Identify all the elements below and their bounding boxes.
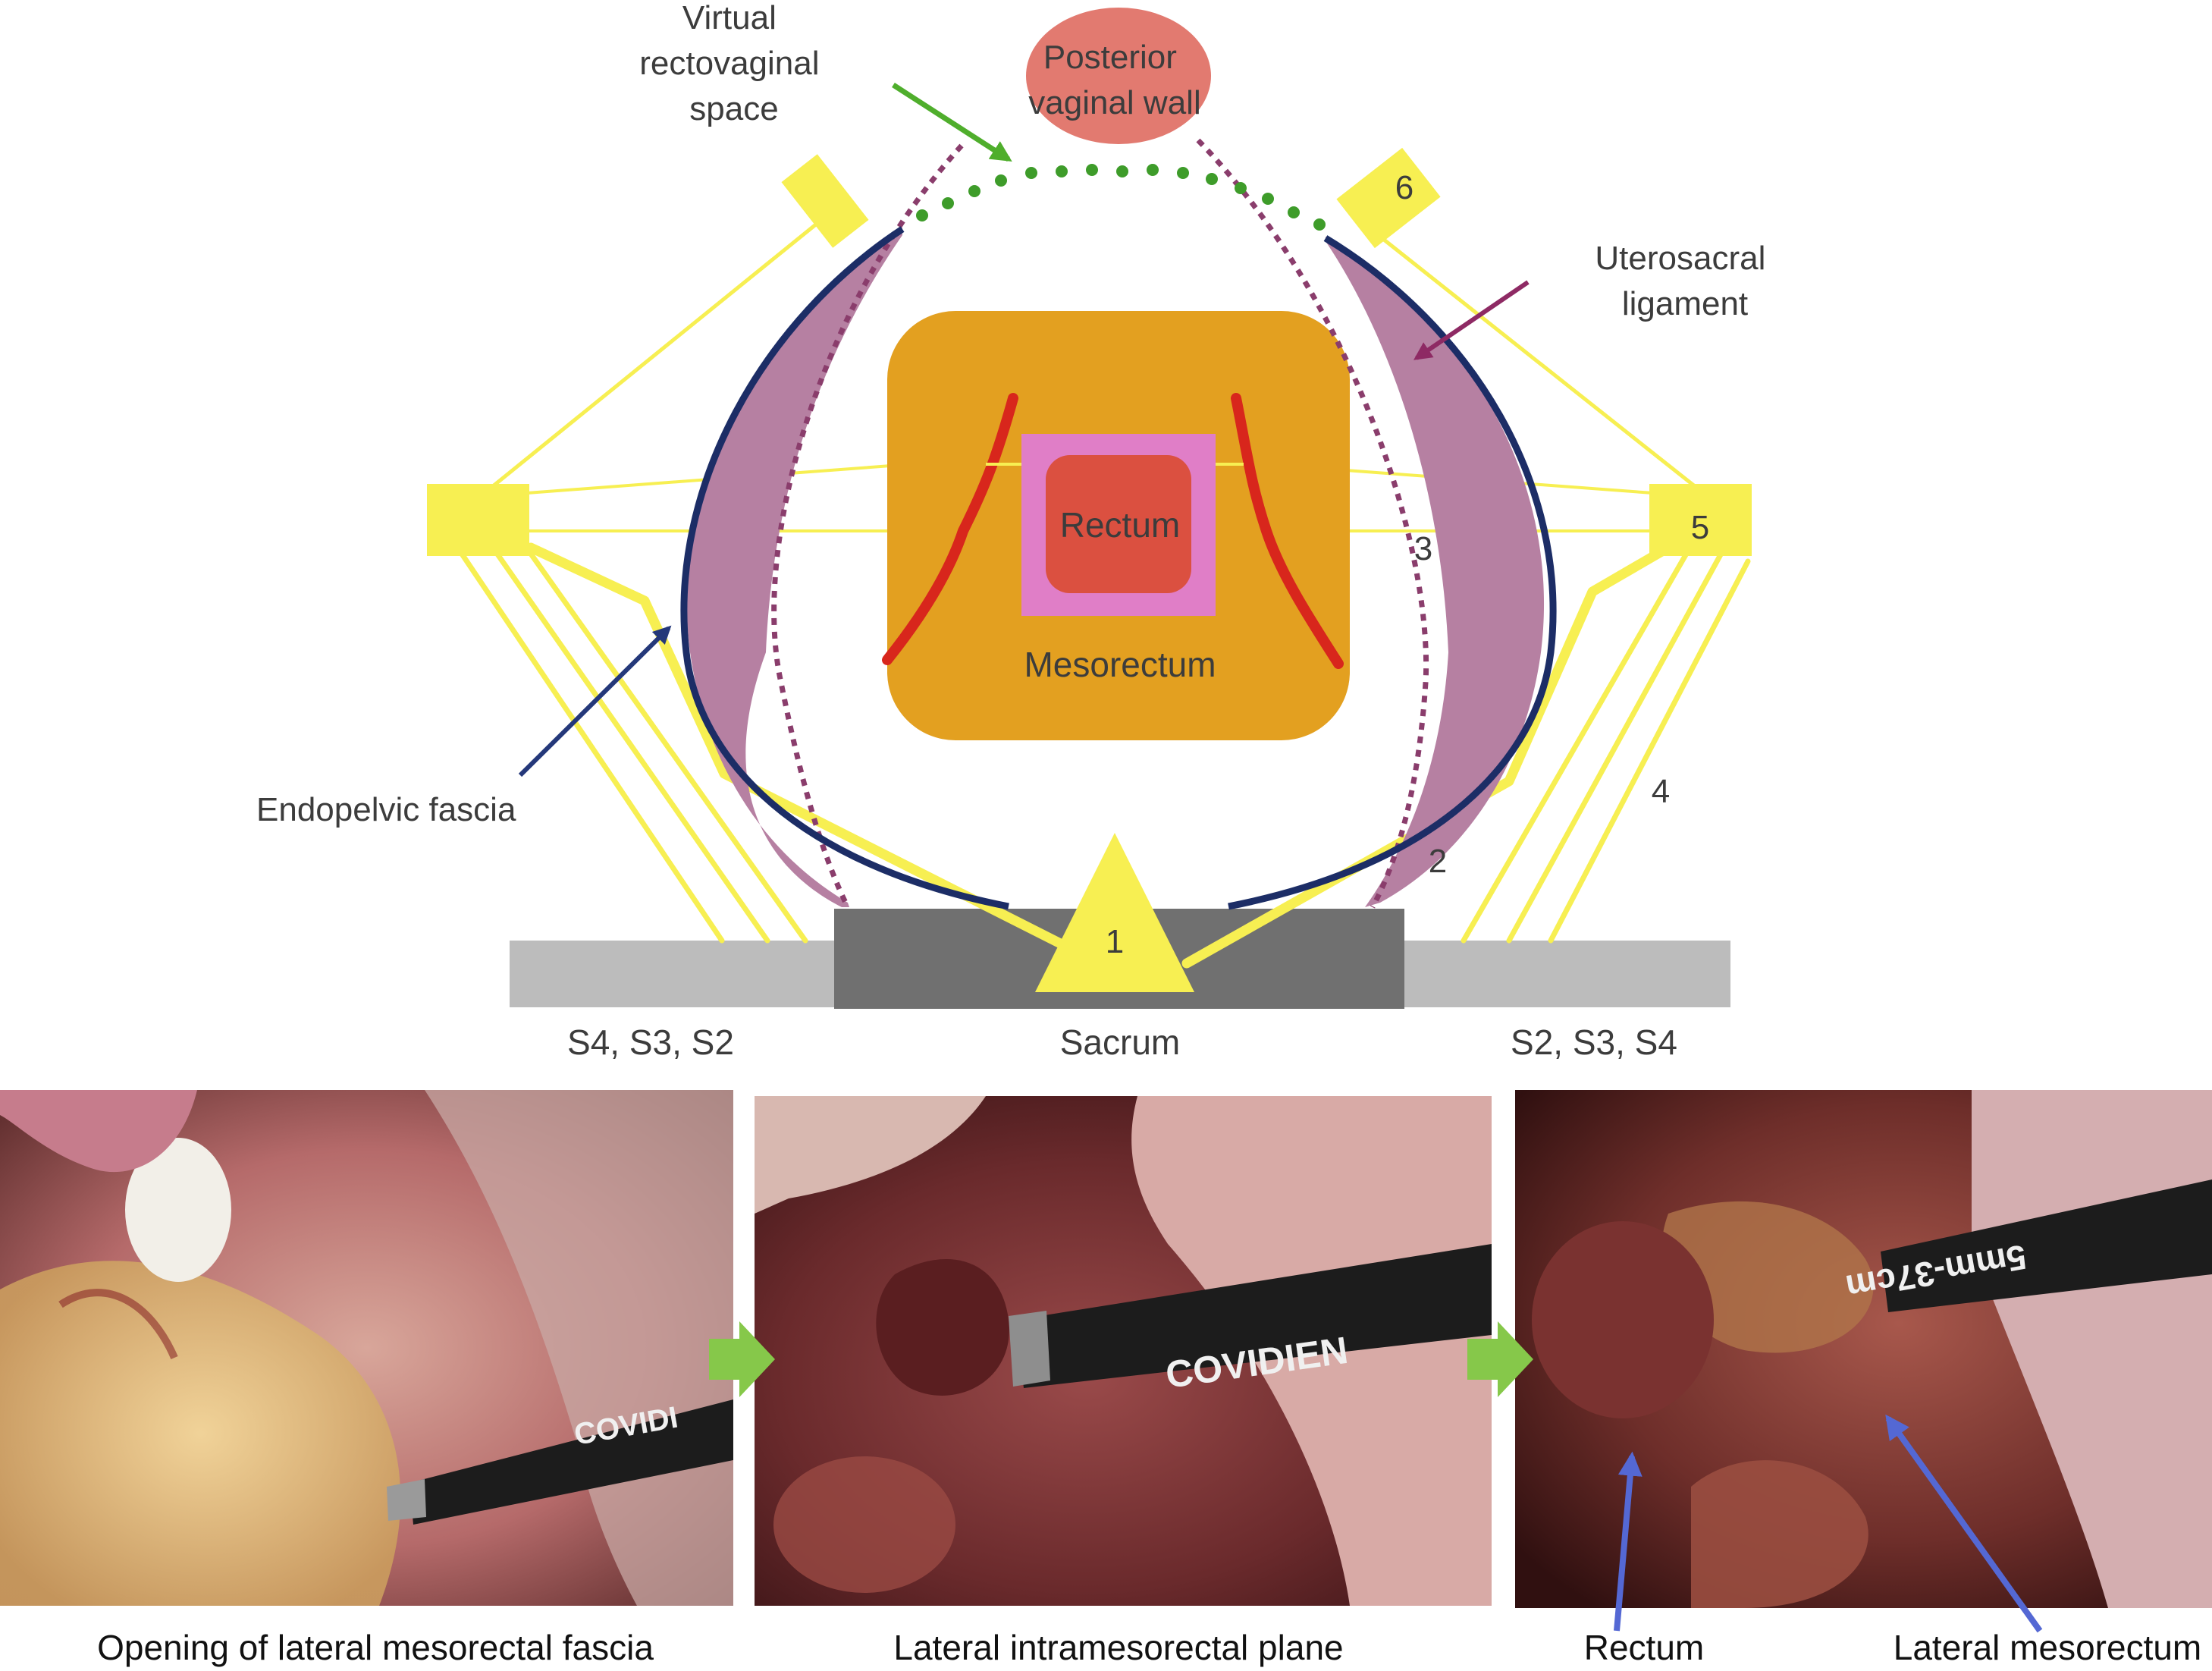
sacral-foramina-left-bar [510, 941, 843, 1007]
transition-arrow-1 [709, 1321, 775, 1397]
surgical-photo-3: 5mm-37cm [1515, 1090, 2212, 1608]
rectum-pointer-arrow [1614, 1451, 1643, 1632]
pelvic-plexus-left [427, 484, 529, 556]
rectum [1046, 455, 1191, 593]
number-5: 5 [1691, 509, 1709, 546]
uterosacral-arrow [1413, 280, 1530, 360]
surgical-photo-1: COVIDI [0, 1090, 733, 1606]
virtual-space-label: Virtual rectovaginal space [639, 0, 829, 127]
virtual-space-arrow [892, 83, 1012, 162]
lateral-mesorectal-incision-left [882, 393, 1018, 665]
uterosacral-label: Uterosacral ligament [1595, 240, 1774, 322]
number-2: 2 [1429, 843, 1447, 880]
pelvic-plexus-right [1649, 484, 1752, 556]
number-6: 6 [1395, 169, 1413, 206]
rectum-label: Rectum [1060, 505, 1180, 545]
caption-photo-1: Opening of lateral mesorectal fascia [97, 1628, 654, 1667]
surgical-photo-2: COVIDIEN [755, 1096, 1492, 1606]
endopelvic-fascia-left [680, 226, 1009, 910]
rectovaginal-fascia-dotted [771, 143, 964, 909]
endopelvic-fascia-label: Endopelvic fascia [256, 791, 516, 828]
caption-lateral-mesorectum: Lateral mesorectum [1894, 1628, 2202, 1667]
number-1: 1 [1106, 923, 1124, 960]
superior-hypogastric-triangle [1035, 833, 1194, 992]
lateral-mesorectal-incision-right [1231, 393, 1344, 669]
nerve-branch-right-top [1336, 147, 1441, 249]
endopelvic-arrow [518, 625, 672, 777]
mesorectum-label: Mesorectum [1024, 645, 1216, 684]
number-4: 4 [1652, 773, 1670, 810]
sacral-foramina-left-label: S4, S3, S2 [567, 1022, 734, 1062]
sacrum-label: Sacrum [1060, 1022, 1180, 1062]
virtual-space-dotted-line [916, 164, 1326, 231]
nerve-branch-left-top [781, 154, 869, 248]
posterior-vaginal-wall-label: Posterior vaginal wall [1028, 39, 1200, 121]
uterosacral-ligament-right [1326, 237, 1545, 907]
sacral-foramina-right-bar [1403, 941, 1730, 1007]
number-3: 3 [1414, 530, 1432, 567]
caption-photo-2: Lateral intramesorectal plane [893, 1628, 1343, 1667]
uterosacral-ligament-left [686, 228, 902, 907]
transition-arrow-2 [1467, 1321, 1533, 1397]
lateral-mesorectum-pointer-arrow [1885, 1414, 2043, 1633]
caption-rectum: Rectum [1584, 1628, 1704, 1667]
posterior-vaginal-wall [1026, 8, 1211, 144]
sacral-foramina-right-label: S2, S3, S4 [1511, 1022, 1677, 1062]
